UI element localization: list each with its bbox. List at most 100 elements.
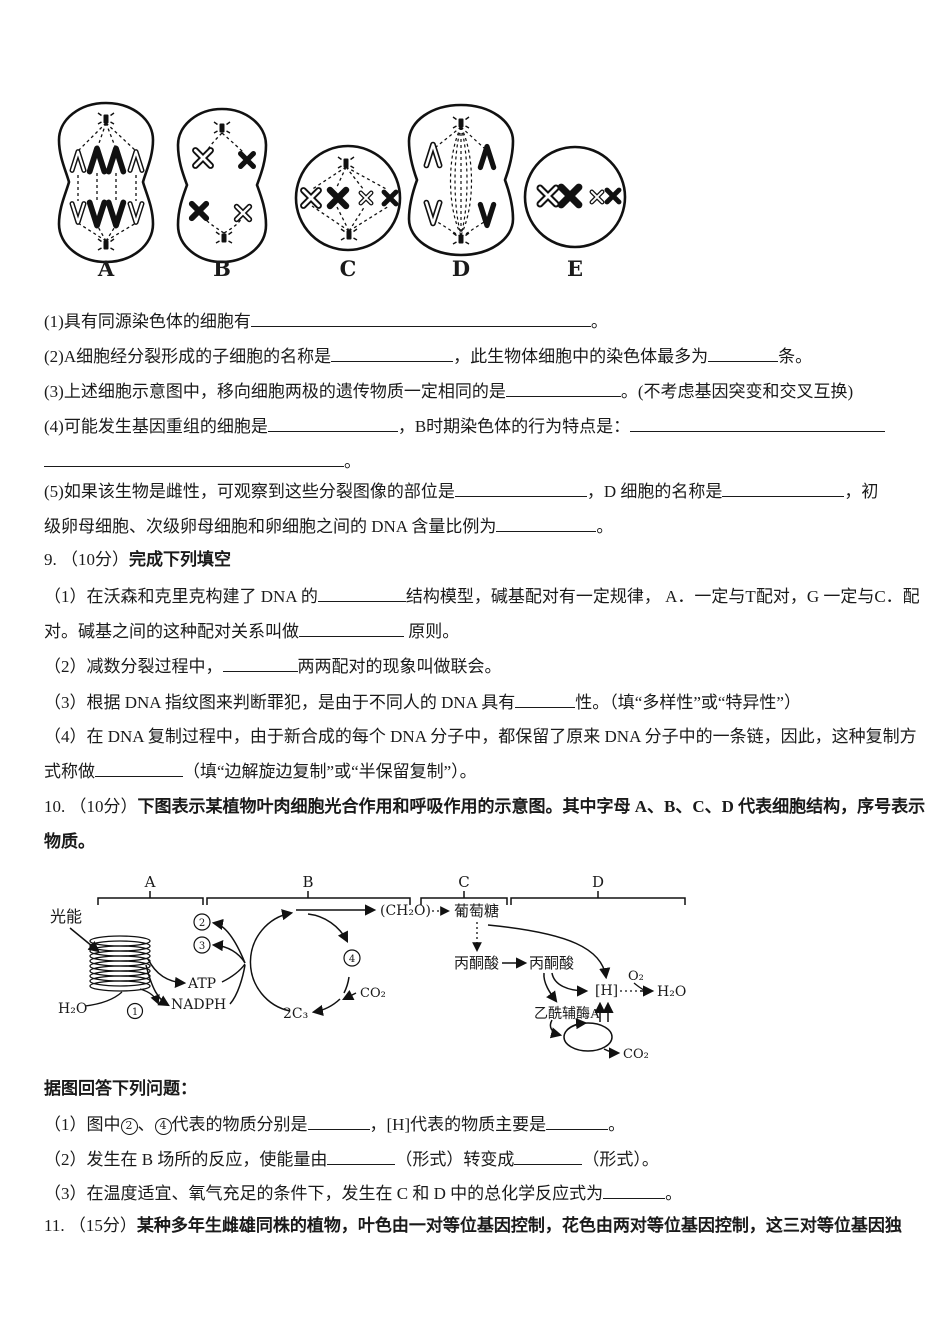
text-segment: 完成下列填空 <box>129 550 231 569</box>
text-segment: 原则。 <box>404 622 460 641</box>
answer-blank <box>454 481 587 497</box>
answer-blank <box>603 1183 666 1199</box>
text-line: 据图回答下列问题： <box>44 1078 197 1100</box>
text-segment: 10. （10分） <box>44 797 138 816</box>
circled-2: 2 <box>193 913 211 931</box>
answer-blank <box>496 516 597 532</box>
cell-C: C <box>294 144 402 281</box>
label-atp: ATP <box>187 976 216 992</box>
text-segment: (2)A细胞经分裂形成的子细胞的名称是 <box>44 347 332 366</box>
answer-blank <box>327 1149 396 1165</box>
text-segment: (1)具有同源染色体的细胞有 <box>44 312 251 331</box>
bracket-label-C: C <box>458 873 469 891</box>
text-segment: （1）图中 <box>44 1115 121 1134</box>
text-segment: （形式）转变成 <box>395 1150 515 1169</box>
circled-1: 1 <box>126 1002 144 1020</box>
text-segment: ，初 <box>844 482 879 501</box>
text-line: （3）根据 DNA 指纹图来判断罪犯，是由于不同人的 DNA 具有性。（填“多样… <box>44 692 801 714</box>
svg-text:4: 4 <box>349 954 355 965</box>
tca-cycle <box>549 1001 621 1059</box>
text-segment: 结构模型，碱基配对有一定规律， A．一定与T配对，G 一定与C．配 <box>405 587 920 606</box>
answer-blank <box>44 451 344 467</box>
text-segment: 下图表示某植物叶肉细胞光合作用和呼吸作用的示意图。其中字母 A、B、C、D 代表… <box>137 797 926 816</box>
text-segment: 物质。 <box>44 832 95 851</box>
answer-blank <box>546 1114 609 1130</box>
text-line: (2)A细胞经分裂形成的子细胞的名称是 ，此生物体细胞中的染色体最多为 条。 <box>44 346 812 368</box>
text-line: 9. （10分）完成下列填空 <box>44 549 231 571</box>
answer-blank <box>307 1114 370 1130</box>
text-segment: 9. （10分） <box>44 550 129 569</box>
cell-A: A <box>57 101 155 281</box>
text-segment: 。 <box>596 517 614 536</box>
text-segment: 据图回答下列问题： <box>44 1079 197 1098</box>
circled-3: 3 <box>193 936 211 954</box>
region-brackets <box>97 891 686 905</box>
label-light-energy: 光能 <box>50 908 82 926</box>
text-segment: 两两配对的现象叫做联会。 <box>297 657 502 676</box>
bracket-label-D: D <box>592 873 604 891</box>
text-segment: 某种多年生雌雄同株的植物，叶色由一对等位基因控制，花色由两对等位基因控制，这三对… <box>136 1216 902 1235</box>
bracket-label-B: B <box>302 873 313 891</box>
answer-blank <box>250 311 591 327</box>
answer-blank <box>317 586 406 602</box>
text-line: （1）在沃森和克里克构建了 DNA 的 结构模型，碱基配对有一定规律， A．一定与… <box>44 586 920 608</box>
text-segment: 。 <box>665 1184 683 1203</box>
text-segment: ，此生物体细胞中的染色体最多为 <box>453 347 709 366</box>
text-segment: 。 <box>344 452 361 471</box>
answer-blank <box>630 416 886 432</box>
svg-text:3: 3 <box>199 941 205 952</box>
text-line: 对。碱基之间的这种配对关系叫做 原则。 <box>44 621 459 643</box>
text-line: （3）在温度适宜、氧气充足的条件下，发生在 C 和 D 中的总化学反应式为 。 <box>44 1183 682 1205</box>
answer-blank <box>267 416 398 432</box>
light-reaction-arrows <box>145 918 246 1007</box>
text-segment: (3)上述细胞示意图中，移向细胞两极的遗传物质一定相同的是 <box>44 382 506 401</box>
text-line: (4)可能发生基因重组的细胞是，B时期染色体的行为特点是： <box>44 416 886 438</box>
text-line: 11. （15分）某种多年生雌雄同株的植物，叶色由一对等位基因控制，花色由两对等… <box>44 1215 902 1237</box>
text-segment: ，[H]代表的物质主要是 <box>369 1115 547 1134</box>
text-segment: 级卵母细胞、次级卵母细胞和卵细胞之间的 DNA 含量比例为 <box>44 517 497 536</box>
text-segment: 。 <box>608 1115 626 1134</box>
text-segment: （4）在 DNA 复制过程中，由于新合成的每个 DNA 分子中，都保留了原来 D… <box>44 727 917 746</box>
circled-number: 4 <box>154 1118 172 1135</box>
cell-D: D <box>407 103 515 281</box>
text-segment: ，D 细胞的名称是 <box>586 482 723 501</box>
circled-4: 4 <box>343 949 361 967</box>
label-co2-right: CO₂ <box>623 1047 649 1062</box>
text-segment: 对。碱基之间的这种配对关系叫做 <box>44 622 299 641</box>
answer-blank <box>722 481 845 497</box>
text-line: （4）在 DNA 复制过程中，由于新合成的每个 DNA 分子中，都保留了原来 D… <box>44 726 917 748</box>
text-segment: (5)如果该生物是雌性，可观察到这些分裂图像的部位是 <box>44 482 455 501</box>
text-segment: （填“边解旋边复制”或“半保留复制”）。 <box>183 762 477 781</box>
label-pyruvate-1: 丙酮酸 <box>454 955 499 972</box>
photosynthesis-respiration-figure: A B C D 光能 H₂O 1 2 3 ATP NADPH <box>50 873 686 1062</box>
text-segment: 式称做 <box>44 762 95 781</box>
text-line: (5)如果该生物是雌性，可观察到这些分裂图像的部位是 ，D 细胞的名称是 ，初 <box>44 481 878 503</box>
text-segment: （3）在温度适宜、氧气充足的条件下，发生在 C 和 D 中的总化学反应式为 <box>44 1184 604 1203</box>
cell-label-D: D <box>452 256 470 281</box>
thylakoid-stack <box>89 935 151 992</box>
answer-blank <box>222 656 298 672</box>
text-segment: （形式）。 <box>582 1150 659 1169</box>
text-segment: （2）减数分裂过程中， <box>44 657 223 676</box>
text-segment: （1）在沃森和克里克构建了 DNA 的 <box>44 587 318 606</box>
cell-label-B: B <box>213 256 231 281</box>
text-line: 。 <box>44 451 361 473</box>
cell-B: B <box>176 107 268 281</box>
answer-blank <box>95 761 183 777</box>
text-line: (3)上述细胞示意图中，移向细胞两极的遗传物质一定相同的是。(不考虑基因突变和交… <box>44 381 853 403</box>
label-co2-left: CO₂ <box>360 986 386 1001</box>
label-2c3: 2C₃ <box>283 1006 308 1022</box>
text-segment: 。 <box>590 312 608 331</box>
text-segment: （2）发生在 B 场所的反应，使能量由 <box>44 1150 328 1169</box>
cell-division-figure: A B <box>57 101 627 281</box>
text-line: 级卵母细胞、次级卵母细胞和卵细胞之间的 DNA 含量比例为 。 <box>44 516 613 538</box>
text-segment: （3）根据 DNA 指纹图来判断罪犯，是由于不同人的 DNA 具有 <box>44 693 516 712</box>
text-segment: 条。 <box>778 347 813 366</box>
label-h2o-right: H₂O <box>657 984 686 1000</box>
answer-blank <box>505 381 621 397</box>
answer-blank <box>514 1149 583 1165</box>
circled-number: 2 <box>120 1118 138 1135</box>
cell-E: E <box>523 145 627 281</box>
